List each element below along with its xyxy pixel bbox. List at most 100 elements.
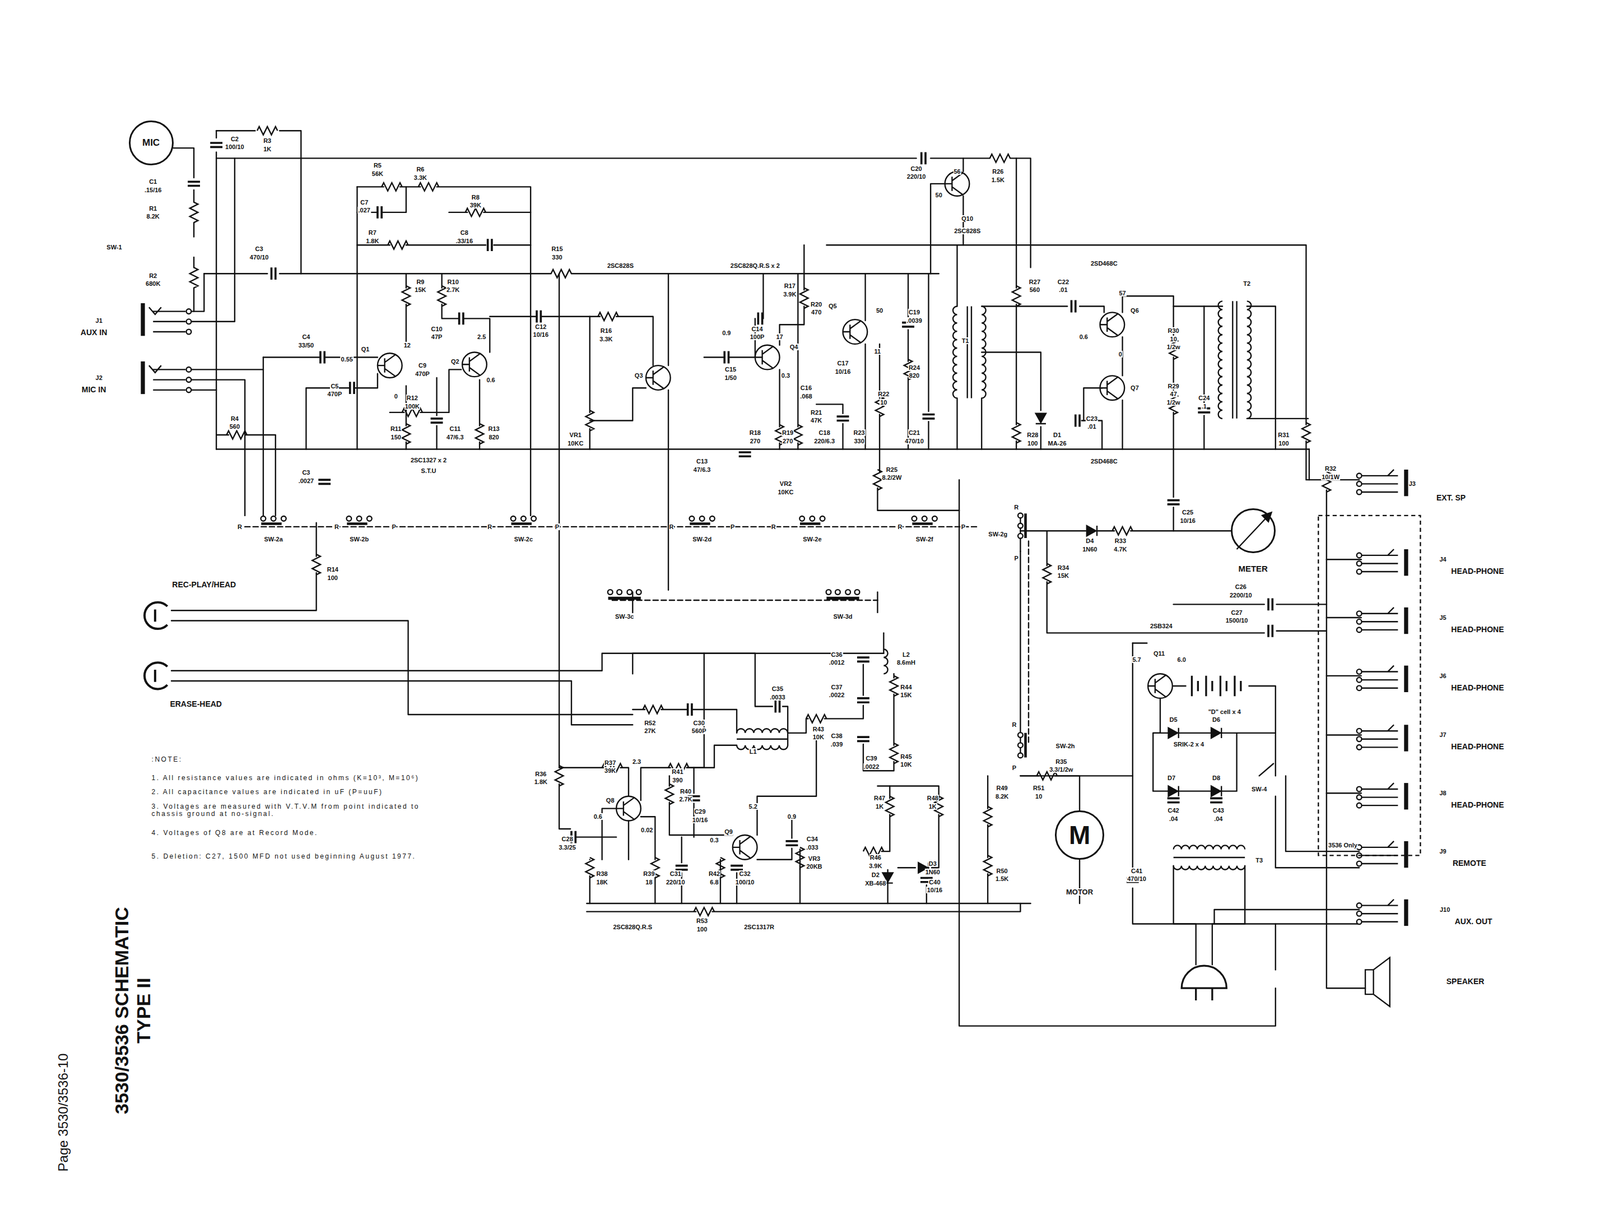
- part-label: C3: [301, 468, 311, 476]
- resistor-symbol: [418, 182, 439, 192]
- part-label: VR1: [569, 431, 583, 439]
- part-label: 10KC: [777, 488, 794, 496]
- part-label: 470/10: [249, 253, 270, 261]
- wire: [1173, 507, 1231, 531]
- part-label: VR3: [807, 854, 821, 862]
- part-label: 680K: [145, 280, 161, 287]
- part-label: "D" cell x 4: [1207, 707, 1242, 715]
- wire: [1203, 305, 1205, 406]
- connector-label: AUX. OUT: [1454, 917, 1493, 926]
- wire: [188, 379, 245, 516]
- capacitor-symbol: [430, 418, 444, 423]
- transistor-symbol: [377, 352, 403, 378]
- power-plug-symbol: [1181, 965, 1227, 1000]
- capacitor-symbol: [377, 206, 382, 219]
- wire: [263, 356, 320, 358]
- jack-contacts: [149, 307, 186, 332]
- wire: [494, 244, 532, 246]
- wire: [799, 865, 801, 904]
- switch-blade: [608, 596, 641, 600]
- switch-blade: [912, 522, 933, 525]
- part-label: .0022: [863, 763, 881, 770]
- capacitor-symbol: [320, 351, 325, 364]
- wire: [171, 680, 633, 725]
- part-label: 220/6.3: [813, 437, 836, 445]
- wire: [686, 653, 705, 768]
- part-label: C8: [459, 229, 469, 236]
- node-outline: [1230, 508, 1276, 553]
- wire: [1247, 305, 1276, 449]
- part-label: 2.7K: [678, 795, 693, 803]
- part-label: 3.3K: [598, 335, 613, 343]
- wire: [1019, 551, 1021, 756]
- capacitor-symbol: [857, 698, 870, 702]
- wire: [1285, 775, 1360, 851]
- resistor-symbol: [643, 705, 664, 714]
- switch-contact: [616, 589, 622, 595]
- capacitor-symbol: [775, 700, 780, 713]
- part-label: C23: [1085, 415, 1099, 422]
- part-label: R43: [812, 724, 825, 732]
- diode-symbol: [1086, 525, 1097, 536]
- part-label: 10KC: [566, 439, 584, 446]
- wire: [215, 130, 217, 138]
- part-label: C17: [836, 359, 849, 367]
- wire: [778, 443, 780, 450]
- part-label: 2SC828Q.R.S: [612, 923, 653, 930]
- resistor-symbol: [983, 854, 993, 876]
- part-label: 0.9: [721, 329, 732, 337]
- switch-blade: [1024, 513, 1027, 757]
- part-label: D6: [1211, 715, 1221, 723]
- part-label: D5: [1169, 715, 1179, 723]
- part-label: 3.9K: [868, 862, 883, 869]
- diode-symbol: [1168, 727, 1179, 738]
- part-label: 0.02: [640, 826, 654, 834]
- part-label: 20KB: [805, 862, 823, 870]
- part-label: P: [1013, 554, 1019, 562]
- part-label: R22: [877, 390, 890, 398]
- part-label: R38: [596, 870, 609, 877]
- wire: [981, 305, 1068, 307]
- wire: [981, 351, 1041, 411]
- part-label: 57: [1118, 289, 1127, 297]
- wire: [356, 186, 358, 449]
- part-label: C24: [1197, 394, 1211, 402]
- part-label: 6.8: [709, 878, 719, 886]
- connector-label: MIC IN: [81, 385, 108, 394]
- jack-symbol: [1403, 607, 1408, 634]
- part-label: R: [770, 523, 777, 530]
- part-label: C21: [908, 429, 921, 436]
- capacitor-symbol: [738, 452, 752, 457]
- wire: [405, 304, 407, 346]
- part-label: C40: [928, 878, 941, 886]
- part-label: 2SC1327 x 2: [410, 456, 448, 464]
- part-label: 0.3: [709, 836, 719, 844]
- part-label: Q8: [605, 796, 616, 804]
- switch-contact: [626, 589, 632, 595]
- wire: [956, 244, 958, 306]
- wire: [576, 835, 617, 837]
- diode-symbol: [1211, 727, 1222, 738]
- part-label: 1.5K: [994, 875, 1009, 882]
- wire: [1130, 529, 1174, 532]
- switch-blade: [689, 522, 710, 525]
- wire: [729, 356, 756, 358]
- wire: [188, 389, 217, 391]
- part-label: R39: [642, 870, 655, 877]
- part-label: R46: [869, 853, 882, 861]
- jack-symbol: [1403, 899, 1408, 926]
- part-label: 470/10: [1126, 875, 1147, 882]
- part-label: MA-26: [1047, 439, 1067, 446]
- part-label: 50: [935, 191, 943, 199]
- resistor-symbol: [889, 675, 899, 696]
- part-label: R24: [908, 364, 921, 371]
- part-label: 39K: [469, 201, 482, 209]
- resistor-symbol: [665, 783, 674, 804]
- part-label: R20: [810, 300, 823, 308]
- part-label: 10/16: [532, 331, 550, 338]
- part-label: R33: [1114, 537, 1127, 544]
- wire: [1047, 581, 1265, 633]
- wire: [1173, 305, 1223, 307]
- wire: [681, 836, 683, 863]
- wire: [1236, 685, 1276, 733]
